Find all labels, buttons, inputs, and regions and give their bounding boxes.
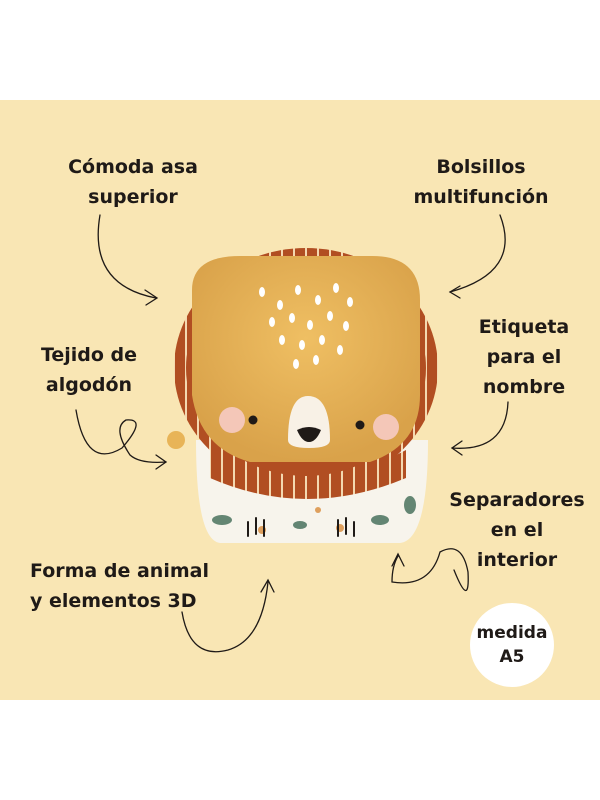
feature-label-separators: Separadores en el interior — [449, 489, 585, 571]
arrow-cotton-head — [155, 454, 168, 470]
arrow-animal — [181, 581, 269, 653]
arrow-handle-head — [144, 289, 159, 306]
arrow-pockets-head — [448, 285, 461, 299]
arrow-nametag — [451, 401, 509, 449]
arrow-animal-head — [260, 578, 275, 593]
arrow-cotton — [75, 409, 167, 463]
size-badge-value: A5 — [499, 647, 525, 667]
arrow-nametag-head — [450, 440, 463, 456]
arrow-pockets — [449, 214, 506, 293]
feature-label-name-tag: Etiqueta para el nombre — [478, 316, 570, 398]
feature-label-top-handle: Cómoda asa superior — [68, 156, 198, 208]
arrow-separators — [391, 548, 469, 592]
size-badge: medida A5 — [470, 603, 554, 687]
feature-label-pockets: Bolsillos multifunción — [413, 156, 549, 208]
arrow-handle — [97, 214, 157, 299]
feature-label-cotton: Tejido de algodón — [40, 344, 138, 396]
feature-label-animal-shape: Forma de animal y elementos 3D — [30, 560, 209, 612]
arrow-separators-head — [391, 552, 405, 567]
size-badge-label: medida — [476, 623, 548, 643]
